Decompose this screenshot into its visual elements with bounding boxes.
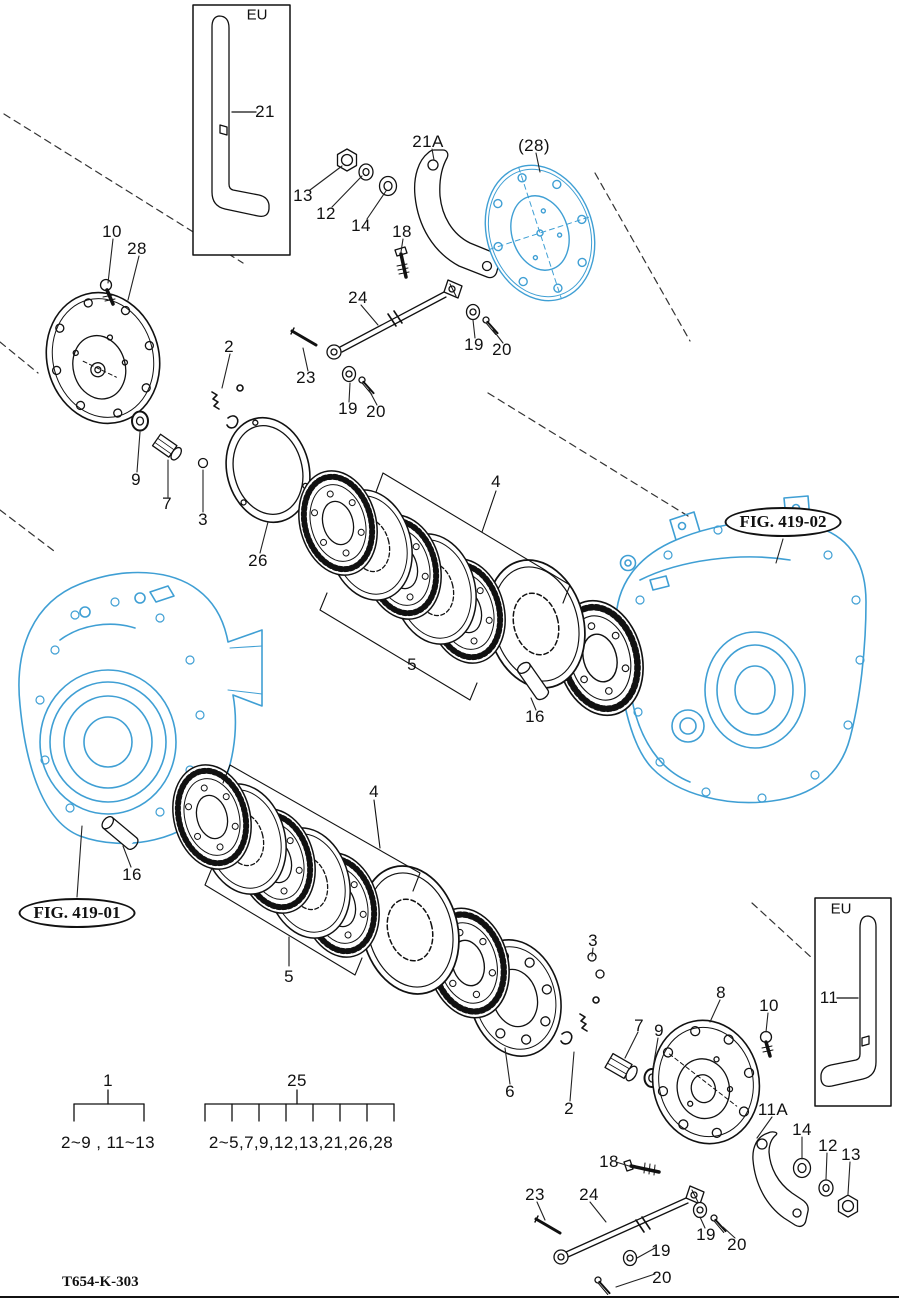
group-1-items: 2~9 , 11~13 [61,1133,155,1152]
part-label-20-bottom: 20 [652,1268,672,1287]
adjuster-7-lower [604,1052,638,1082]
eu-top-left: EU [246,6,268,24]
part-label-5-lower: 5 [284,967,294,986]
pin-16-upper [516,661,550,701]
part-label-2-upper: 2 [224,337,234,356]
part-label-14-right: 14 [792,1120,812,1139]
pin-23-upper [290,327,318,347]
cover-28-left [45,291,161,425]
nut-13-top [336,148,358,172]
part-label-20-lower-right: 20 [727,1235,747,1254]
eu-box-top-left [192,4,291,256]
group-bracket-1 [73,1089,145,1122]
part-label-9-lower: 9 [654,1021,664,1040]
part-label-3-upper: 3 [198,510,208,529]
part-label-7-upper: 7 [162,494,172,513]
part-label-14-top: 14 [351,216,371,235]
leader-lines [76,148,851,1288]
stack-brackets [204,472,571,976]
cotter-pin-20-bottom [594,1276,611,1295]
washer-19-upper-right [465,303,481,321]
washer-12-right [818,1179,834,1197]
part-label-7-lower: 7 [634,1016,644,1035]
part-label-23-top: 23 [296,368,316,387]
part-label-24-lower: 24 [579,1185,599,1204]
part-label-13-right: 13 [841,1145,861,1164]
part-label-28-paren: (28) [518,136,550,155]
part-label-4-upper: 4 [491,472,501,491]
clips-2-lower [560,996,600,1045]
bolt-10-right [759,1030,774,1058]
adjuster-7-upper [151,433,183,461]
group-25-label: 25 [287,1071,307,1090]
part-label-28-left: 28 [127,239,147,258]
rod-24-lower [553,1185,705,1265]
part-label-18-lower: 18 [599,1152,619,1171]
pin-23-lower [534,1215,562,1235]
hook-part-11 [820,915,877,1087]
pin-16-lower [101,815,139,850]
bolt-10-left [99,278,116,306]
part-label-21A: 21A [412,132,444,151]
part-label-6: 6 [505,1082,515,1101]
group-25-items: 2~5,7,9,12,13,21,26,28 [208,1133,394,1152]
nut-13-right [837,1194,859,1218]
part-label-10-left: 10 [102,222,122,241]
group-1-label: 1 [103,1071,113,1090]
part-label-16-lower: 16 [122,865,142,884]
clutch-stack-lower [162,756,562,1057]
part-label-19-top-left: 19 [338,399,358,418]
part-label-21: 21 [255,102,275,121]
part-label-10-right: 10 [759,996,779,1015]
part-label-20-top-right: 20 [492,340,512,359]
ball-3-upper [197,457,209,469]
eu-box-right [814,897,892,1107]
part-label-24-top: 24 [348,288,368,307]
washer-19-upper-left [341,365,357,383]
part-label-18-top: 18 [392,222,412,241]
fig-419-01: FIG. 419-01 [18,898,136,928]
drawing-code: T654-K-303 [62,1274,139,1290]
eu-right: EU [830,900,852,918]
balls-3-lower [587,952,605,979]
cotter-pin-20-upper-right [482,316,499,335]
part-label-19-bottom: 19 [651,1241,671,1260]
group-bracket-25 [204,1089,395,1122]
cover-8 [651,1019,761,1145]
part-label-13-top: 13 [293,186,313,205]
part-label-11A: 11A [757,1100,789,1119]
part-label-16-upper: 16 [525,707,545,726]
fig-419-02: FIG. 419-02 [724,507,842,537]
part-label-19-top-right: 19 [464,335,484,354]
part-label-9-upper: 9 [131,470,141,489]
part-label-5-upper: 5 [407,655,417,674]
ring-26 [225,416,311,524]
part-label-12-right: 12 [818,1136,838,1155]
washer-9-upper [131,410,149,432]
part-label-26: 26 [248,551,268,570]
clips-2-upper [211,384,244,429]
cotter-pin-20-lower-right [710,1214,727,1233]
hook-part-21 [211,15,270,217]
part-label-11: 11 [819,988,839,1007]
housing-fig-419-02 [615,495,867,804]
washer-14-top [378,175,398,197]
part-label-2-lower: 2 [564,1099,574,1118]
part-label-8: 8 [716,983,726,1002]
part-label-20-top-left: 20 [366,402,386,421]
part-label-23-lower: 23 [525,1185,545,1204]
gasket-28 [484,164,596,302]
part-label-4-lower: 4 [369,782,379,801]
bracket-11a [752,1131,809,1227]
part-label-3-lower: 3 [588,931,598,950]
part-label-19-lower-right: 19 [696,1225,716,1244]
part-label-12-top: 12 [316,204,336,223]
rod-24-upper [326,279,463,360]
